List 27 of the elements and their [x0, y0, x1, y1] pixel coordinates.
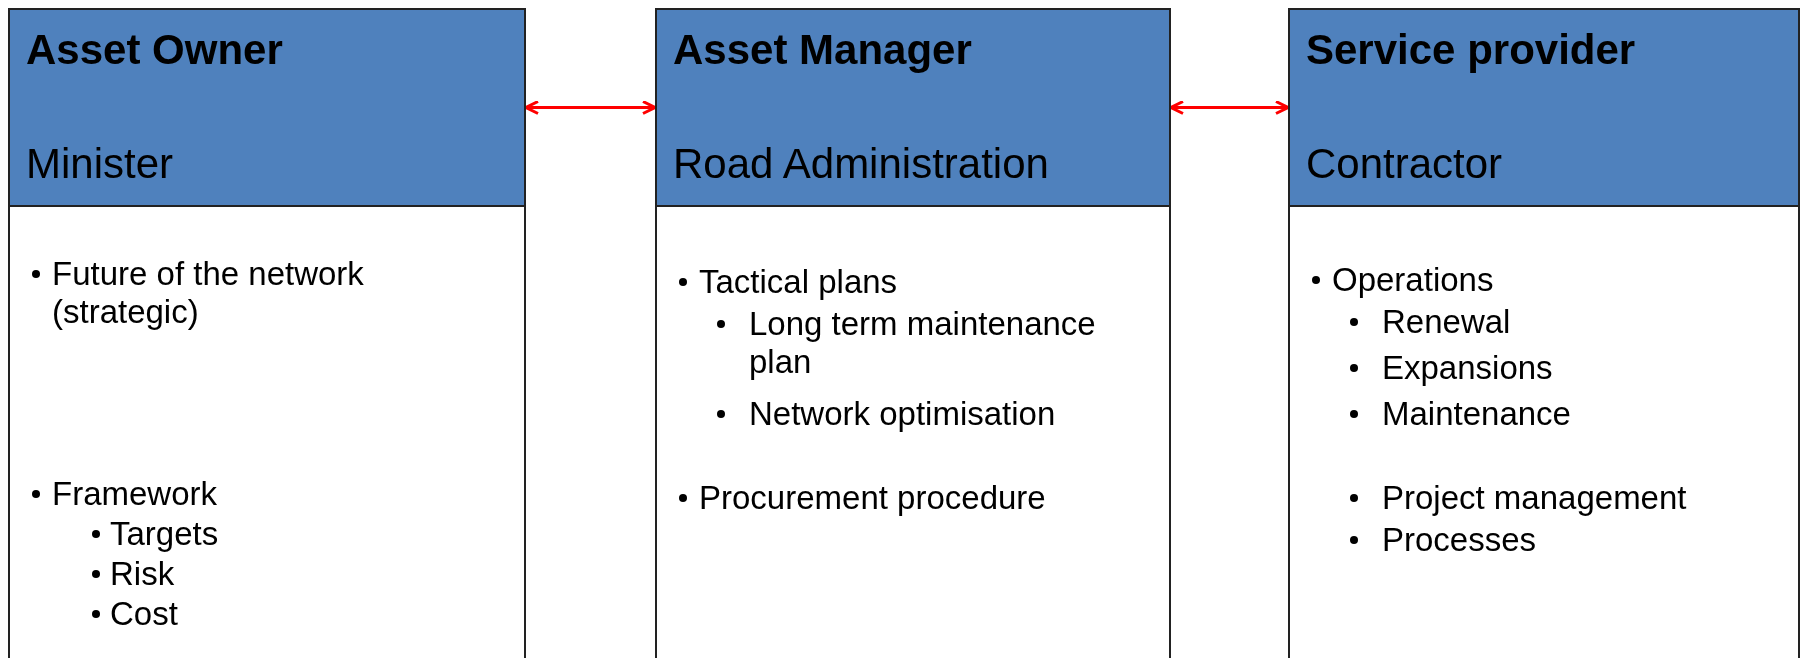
header-box [8, 8, 526, 207]
role-title: Service provider [1306, 26, 1636, 75]
bullet-text: Maintenance [1382, 395, 1572, 433]
role-title: Asset Owner [26, 26, 283, 75]
header-box [655, 8, 1171, 207]
header-box [1288, 8, 1800, 207]
bullet-text: Tactical plans [699, 263, 899, 301]
bullet-text: Renewal [1382, 303, 1512, 341]
content-box [8, 205, 526, 658]
bullet-text: Procurement procedure [699, 479, 1047, 517]
bullet-text: Processes [1382, 521, 1538, 559]
bullet-text: Targets [110, 515, 220, 553]
content-box [1288, 205, 1800, 658]
organisation-name: Road Administration [673, 140, 1049, 189]
bullet-text: Network optimisation [749, 395, 1057, 433]
content-box [655, 205, 1171, 658]
organisation-name: Minister [26, 140, 174, 189]
bullet-text: Expansions [1382, 349, 1554, 387]
bullet-text: Cost [110, 595, 179, 633]
bullet-text: Long term maintenance plan [749, 305, 1097, 381]
organisation-name: Contractor [1306, 140, 1503, 189]
bullet-text: Future of the network (strategic) [52, 255, 365, 331]
bullet-text: Project management [1382, 479, 1688, 517]
bullet-text: Risk [110, 555, 176, 593]
bullet-text: Framework [52, 475, 219, 513]
bullet-text: Operations [1332, 261, 1495, 299]
role-title: Asset Manager [673, 26, 972, 75]
